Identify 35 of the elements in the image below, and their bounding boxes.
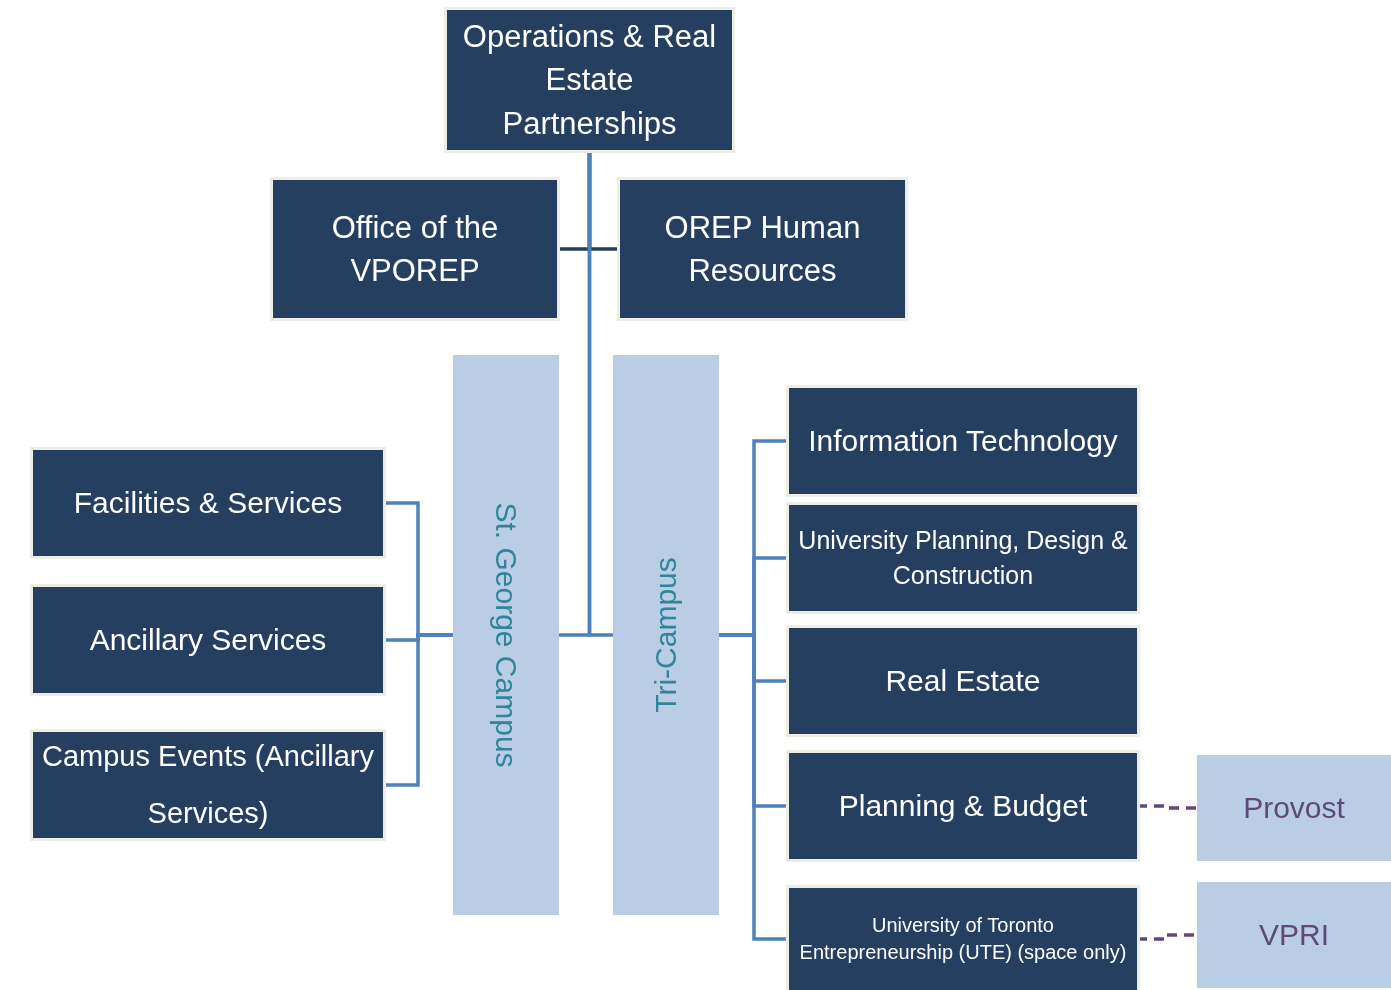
- connector-line: [587, 150, 613, 637]
- node-label: Provost: [1242, 790, 1346, 826]
- connector-line: [719, 633, 789, 941]
- node-label: Ancillary Services: [88, 622, 328, 658]
- partner-box: [1197, 882, 1391, 988]
- node-label: St. George Campus: [489, 502, 524, 768]
- node-label: Real Estate: [884, 663, 1042, 699]
- office-box: [273, 180, 557, 318]
- node-label: Office of the VPOREP: [330, 208, 500, 290]
- connector-line: [383, 633, 453, 787]
- unit-box: [33, 450, 383, 556]
- unit-box: [789, 388, 1137, 494]
- node-label: Planning & Budget: [837, 788, 1089, 824]
- office-box: [620, 180, 905, 318]
- node-label: Information Technology: [807, 423, 1119, 459]
- node-label: Operations & Real Estate Partnerships: [461, 17, 718, 143]
- campus-band: [453, 355, 559, 915]
- title-box: [447, 10, 732, 150]
- node-label: Tri-Campus: [648, 557, 683, 713]
- node-label: University of Toronto Entrepreneurship (UTE) (space only): [798, 913, 1128, 965]
- unit-box: [789, 505, 1137, 611]
- node-label: VPRI: [1258, 917, 1330, 953]
- partner-box: [1197, 755, 1391, 861]
- unit-box: [789, 753, 1137, 859]
- node-label: Facilities & Services: [72, 485, 344, 521]
- unit-box: [33, 587, 383, 693]
- campus-band: [613, 355, 719, 915]
- unit-box: [789, 888, 1137, 990]
- unit-box: [789, 628, 1137, 734]
- node-label: University Planning, Design & Construction: [797, 525, 1129, 591]
- unit-box: [33, 732, 383, 838]
- dashed-connector: [1137, 933, 1197, 941]
- dashed-connector: [1137, 804, 1197, 810]
- node-label: Campus Events (Ancillary Services): [41, 739, 375, 831]
- node-label: OREP Human Resources: [663, 208, 862, 290]
